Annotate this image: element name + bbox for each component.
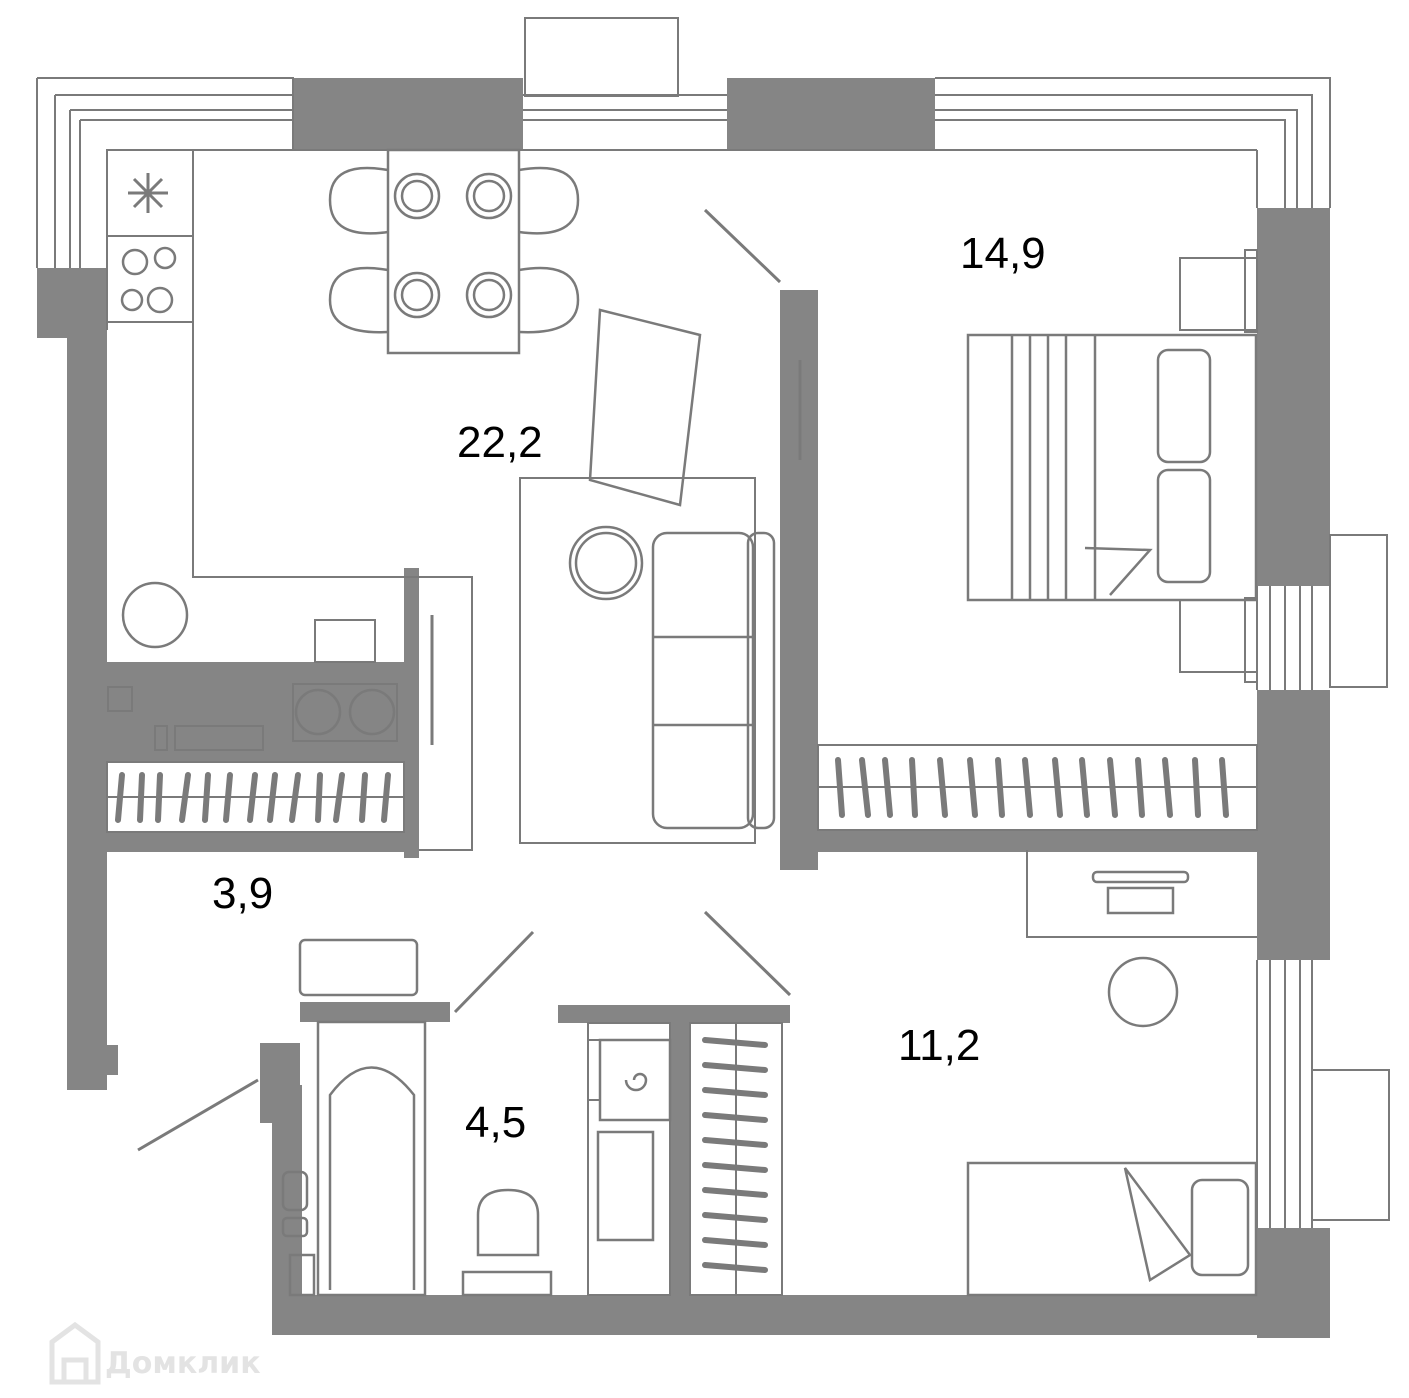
door-children-room (703, 910, 792, 997)
dining-table (386, 148, 521, 355)
door-bathroom (453, 930, 535, 1014)
single-bed (966, 1161, 1258, 1297)
doors (137, 208, 802, 1152)
windows (36, 17, 1390, 1228)
furniture (120, 148, 1258, 1297)
house-logo-icon (49, 1321, 101, 1385)
area-hallway: 3,9 (212, 869, 273, 918)
area-children-room: 11,2 (898, 1021, 980, 1070)
double-bed (966, 333, 1258, 602)
watermark-text: Домклик (105, 1346, 261, 1381)
sofa (651, 531, 755, 830)
watermark: Домклик (49, 1321, 261, 1385)
area-bathroom: 4,5 (465, 1098, 526, 1147)
stove (106, 235, 194, 323)
snowflake-icon (128, 173, 168, 213)
hangers (115, 757, 1229, 1273)
area-bedroom: 14,9 (960, 229, 1046, 278)
walls (37, 78, 1330, 1338)
area-kitchen-living: 22,2 (457, 418, 543, 467)
door-bedroom (703, 208, 782, 284)
door-entrance (137, 1078, 259, 1152)
